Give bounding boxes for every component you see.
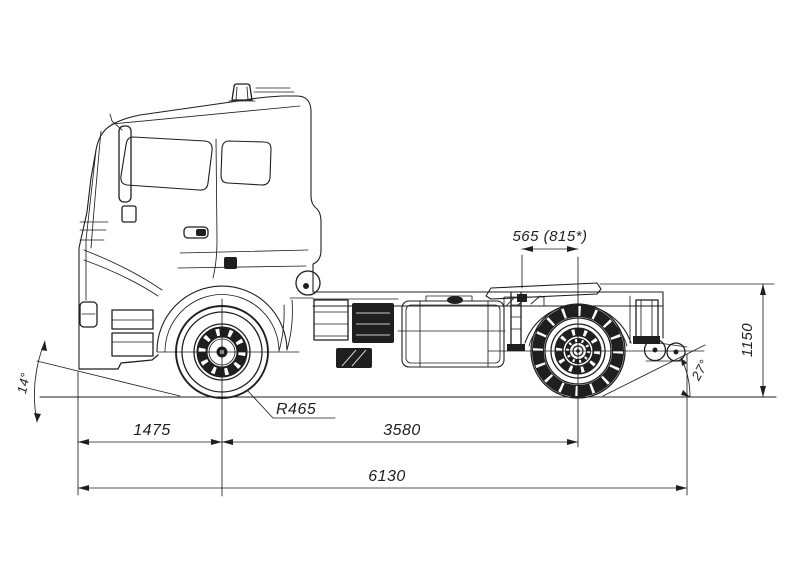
truck-cab: [78, 83, 322, 370]
dimension-fifth-wheel-offset: 565 (815*): [512, 228, 587, 289]
roof-beacon-icon: [228, 83, 256, 102]
front-mudflap-rear-wheel: [507, 292, 525, 351]
departure-angle-label: 27°: [688, 357, 712, 384]
door-handle: [183, 226, 209, 239]
approach-angle-label: 14°: [14, 371, 33, 395]
fuel-tank: [401, 295, 505, 368]
rear-wheel: [487, 256, 705, 448]
dimension-overall-length: 6130: [77, 353, 688, 496]
behind-cab-equipment: [313, 299, 394, 368]
side-window: [220, 140, 272, 186]
tyre-radius-label: R465: [276, 401, 316, 418]
fifth-wheel-coupling: [485, 282, 602, 307]
front-overhang-label: 1475: [133, 422, 171, 439]
dimension-approach-angle: 14°: [14, 340, 181, 423]
dimension-tyre-radius: R465: [246, 389, 336, 419]
front-wheel: [157, 298, 300, 497]
rear-axle-centerline: [487, 256, 705, 448]
front-axle-centerline: [157, 298, 300, 497]
fifth-wheel-offset-label: 565 (815*): [512, 228, 587, 245]
door-window: [120, 136, 213, 191]
overall-length-label: 6130: [368, 468, 406, 485]
chassis-frame: [312, 291, 664, 368]
wheelbase-label: 3580: [383, 422, 421, 439]
fifth-wheel-height-label: 1150: [739, 323, 756, 357]
rear-mudflap: [633, 299, 660, 344]
cab-steps: [111, 309, 154, 357]
dimension-wheelbase: 3580: [221, 422, 579, 445]
dimension-fifth-wheel-height: 1150: [599, 283, 775, 398]
headlight: [79, 301, 98, 328]
dimension-front-overhang: 1475: [77, 371, 223, 496]
side-mirror: [109, 113, 137, 223]
